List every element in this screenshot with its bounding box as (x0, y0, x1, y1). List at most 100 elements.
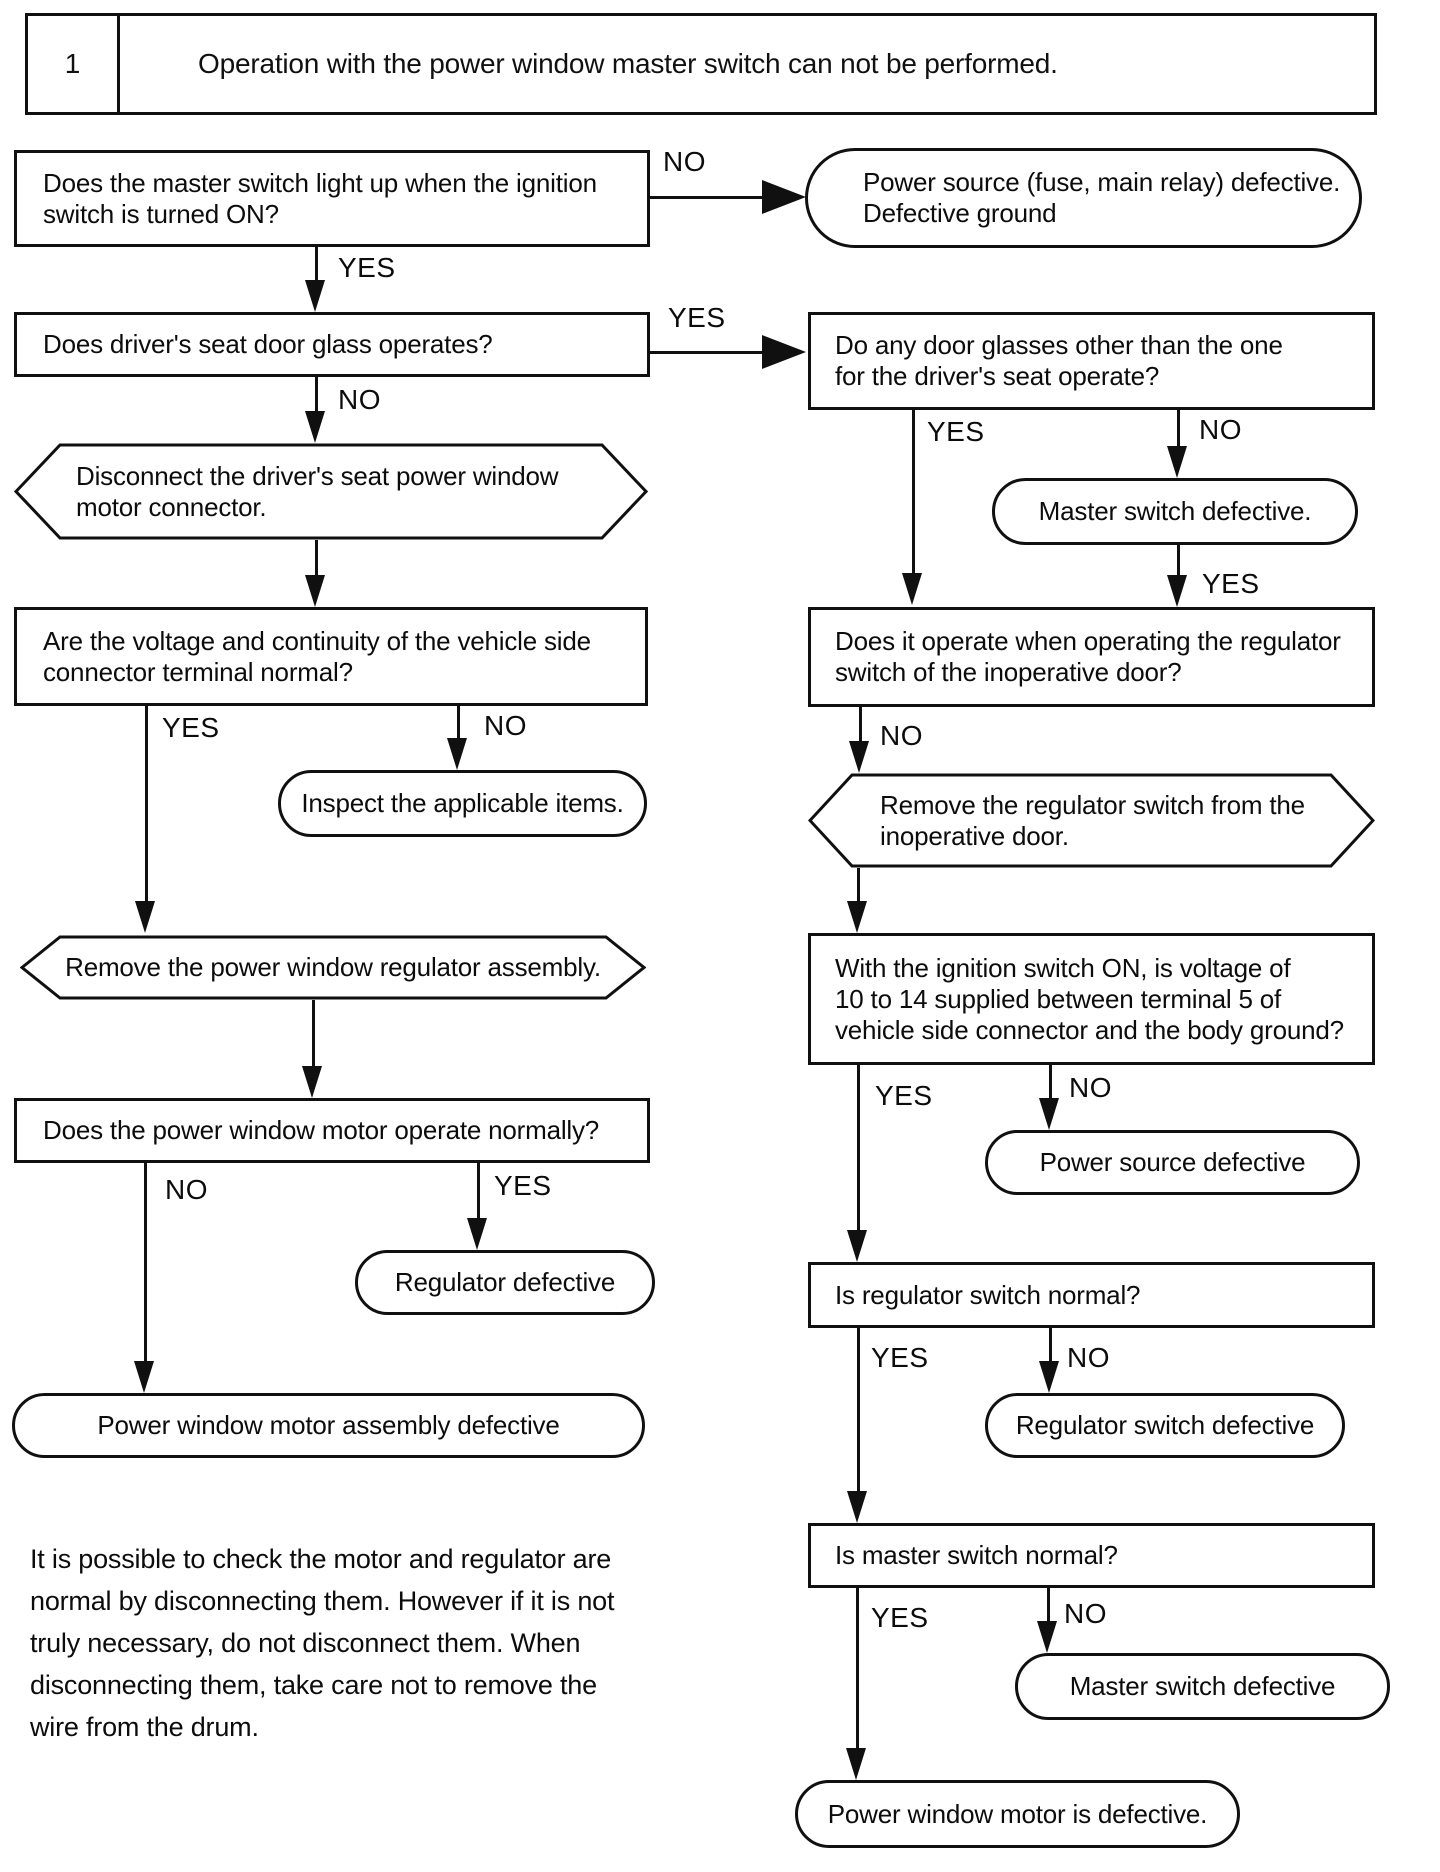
arrow-b-yes (650, 351, 764, 354)
result-master-switch-defective-2: Master switch defective (1015, 1653, 1390, 1720)
label-yes-r1: YES (927, 416, 985, 447)
arrow-e-no (144, 1163, 147, 1363)
label-yes-r3: YES (875, 1080, 933, 1111)
arrow-r5-no (1047, 1588, 1050, 1623)
label-no-r4: NO (1067, 1342, 1110, 1373)
arrow-hex1-to-c (315, 540, 318, 577)
action-remove-regulator-assembly-text: Remove the power window regulator assemb… (65, 952, 601, 982)
arrowhead-right-icon (762, 335, 806, 369)
arrow-a-no (650, 196, 764, 199)
decision-motor-operates-normally: Does the power window motor operate norm… (14, 1098, 650, 1163)
decision-voltage-continuity-normal-text: Are the voltage and continuity of the ve… (43, 625, 591, 687)
arrowhead-down-icon (305, 575, 325, 607)
result-master-switch-defective-1-text: Master switch defective. (1038, 496, 1312, 526)
arrowhead-down-icon (846, 1748, 866, 1780)
result-power-window-motor-defective: Power window motor is defective. (795, 1780, 1240, 1848)
arrow-r4-no (1049, 1328, 1052, 1363)
result-motor-assembly-defective-text: Power window motor assembly defective (97, 1410, 560, 1440)
decision-voltage-terminal-5-text: With the ignition switch ON, is voltage … (835, 952, 1344, 1045)
label-no-r2: NO (880, 720, 923, 751)
result-power-source-fuse-relay-defective: Power source (fuse, main relay) defectiv… (805, 148, 1362, 248)
arrowhead-down-icon (135, 901, 155, 933)
label-yes-msd1: YES (1202, 568, 1260, 599)
label-no-r1: NO (1199, 414, 1242, 445)
decision-master-switch-normal-text: Is master switch normal? (835, 1540, 1118, 1570)
label-no-a: NO (663, 146, 706, 177)
header-index: 1 (64, 48, 81, 79)
arrow-r3-no (1049, 1065, 1052, 1100)
result-master-switch-defective-1: Master switch defective. (992, 478, 1358, 545)
decision-other-door-glasses-operate: Do any door glasses other than the one f… (808, 312, 1375, 410)
result-power-window-motor-defective-text: Power window motor is defective. (827, 1798, 1208, 1829)
result-power-source-defective-text: Power source defective (1039, 1147, 1306, 1177)
arrowhead-down-icon (847, 901, 867, 933)
header-index-cell: 1 (28, 16, 120, 112)
arrow-a-to-b (315, 247, 318, 282)
result-inspect-applicable-items: Inspect the applicable items. (278, 770, 647, 837)
decision-master-switch-normal: Is master switch normal? (808, 1523, 1375, 1588)
label-no-r5: NO (1064, 1598, 1107, 1629)
arrowhead-down-icon (305, 280, 325, 312)
arrow-r1-yes (912, 410, 915, 575)
decision-other-door-glasses-operate-text: Do any door glasses other than the one f… (835, 330, 1283, 391)
arrow-r4-yes (857, 1328, 860, 1493)
result-regulator-defective-text: Regulator defective (394, 1267, 616, 1297)
decision-driver-seat-glass-operates: Does driver's seat door glass operates? (14, 312, 650, 377)
decision-operates-with-regulator-switch-text: Does it operate when operating the regul… (835, 626, 1341, 687)
arrowhead-down-icon (1037, 1621, 1057, 1653)
arrow-r1-no (1177, 410, 1180, 448)
hexagon-shape (14, 443, 648, 540)
arrow-r5-yes (856, 1588, 859, 1750)
result-regulator-switch-defective: Regulator switch defective (985, 1393, 1345, 1458)
arrow-c-no (457, 706, 460, 740)
result-power-source-defective: Power source defective (985, 1130, 1360, 1195)
decision-motor-operates-normally-text: Does the power window motor operate norm… (43, 1115, 600, 1145)
result-regulator-switch-defective-text: Regulator switch defective (1015, 1410, 1315, 1440)
arrow-r2-no (859, 707, 862, 743)
arrow-msd1-yes (1177, 545, 1180, 577)
decision-voltage-continuity-normal: Are the voltage and continuity of the ve… (14, 607, 648, 706)
arrowhead-down-icon (902, 573, 922, 605)
label-no-r3: NO (1069, 1072, 1112, 1103)
arrow-hex3-to-r3 (857, 868, 860, 903)
label-no-e: NO (165, 1174, 208, 1205)
decision-regulator-switch-normal: Is regulator switch normal? (808, 1262, 1375, 1328)
label-yes-e: YES (494, 1170, 552, 1201)
result-regulator-defective: Regulator defective (355, 1250, 655, 1315)
arrowhead-down-icon (134, 1361, 154, 1393)
arrow-r3-yes (857, 1065, 860, 1232)
label-yes-r5: YES (871, 1602, 929, 1633)
arrowhead-down-icon (847, 1230, 867, 1262)
decision-master-switch-light: Does the master switch light up when the… (14, 150, 650, 247)
decision-driver-seat-glass-operates-text: Does driver's seat door glass operates? (43, 329, 493, 359)
arrowhead-down-icon (849, 741, 869, 773)
arrow-e-yes (477, 1163, 480, 1220)
arrowhead-down-icon (1167, 575, 1187, 607)
action-remove-regulator-switch: Remove the regulator switch from the ino… (808, 773, 1375, 868)
note-text: It is possible to check the motor and re… (30, 1544, 615, 1742)
action-disconnect-motor-connector-text: Disconnect the driver's seat power windo… (76, 460, 559, 522)
arrowhead-down-icon (847, 1491, 867, 1523)
arrowhead-down-icon (447, 738, 467, 770)
label-yes-r4: YES (871, 1342, 929, 1373)
result-inspect-applicable-items-text: Inspect the applicable items. (301, 788, 624, 818)
arrowhead-down-icon (302, 1066, 322, 1098)
arrowhead-down-icon (305, 411, 325, 443)
result-master-switch-defective-2-text: Master switch defective (1069, 1671, 1336, 1701)
label-no-b: NO (338, 384, 381, 415)
arrow-hex2-to-e (312, 1000, 315, 1068)
action-disconnect-motor-connector: Disconnect the driver's seat power windo… (14, 443, 648, 540)
arrowhead-right-icon (762, 180, 806, 214)
result-power-source-fuse-relay-defective-text: Power source (fuse, main relay) defectiv… (863, 167, 1341, 228)
arrow-b-no (315, 377, 318, 413)
label-yes-c: YES (162, 712, 220, 743)
arrowhead-down-icon (1039, 1361, 1059, 1393)
label-no-c: NO (484, 710, 527, 741)
label-yes-a: YES (338, 252, 396, 283)
arrowhead-down-icon (467, 1218, 487, 1250)
decision-voltage-terminal-5: With the ignition switch ON, is voltage … (808, 933, 1375, 1065)
header-box: 1 Operation with the power window master… (25, 13, 1377, 115)
arrowhead-down-icon (1167, 446, 1187, 478)
page-title: Operation with the power window master s… (198, 48, 1058, 79)
